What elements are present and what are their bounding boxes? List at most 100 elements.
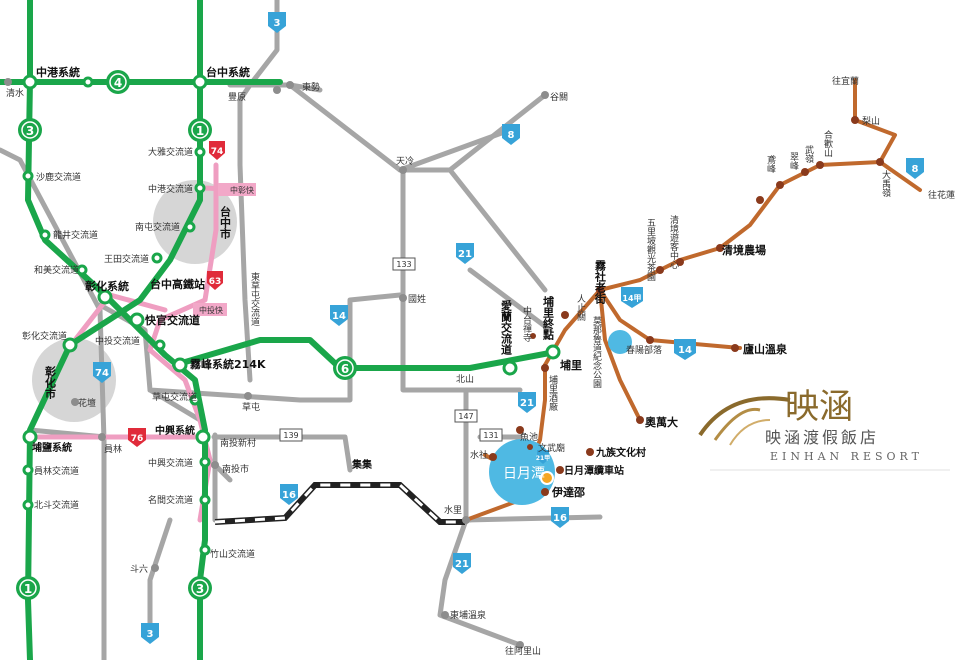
express-shields <box>128 141 225 447</box>
taichung-city-label: 台中市 <box>219 205 232 240</box>
exp-63-shield: 63 <box>209 277 222 287</box>
prov-16-shield-west: 16 <box>282 490 296 501</box>
exp-74-shield: 74 <box>211 147 224 157</box>
nantou-new-label: 南投新村 <box>220 437 256 449</box>
wuling-label: 武嶺 <box>803 144 814 164</box>
aowanda-label: 奧萬大 <box>645 415 678 429</box>
wenwu-label: 文武廟 <box>538 442 565 454</box>
fengyuan-label: 豐原 <box>228 92 246 103</box>
pink-tags <box>193 183 256 316</box>
county-139-label: 139 <box>283 431 298 440</box>
qingshui-label: 清水 <box>6 87 24 99</box>
freeway-6-shield: 6 <box>341 362 349 376</box>
qingjing-farm-label: 清境農場 <box>722 243 766 257</box>
lishan-label: 梨山 <box>862 115 880 127</box>
shuishe-label: 水社 <box>470 449 488 461</box>
caotun-ic-label: 草屯交流道 <box>152 391 197 403</box>
prov-8-shield-east: 8 <box>912 164 919 175</box>
county-road-boxes <box>279 257 503 442</box>
county-133-label: 133 <box>396 260 411 269</box>
tianleng-label: 天冷 <box>396 155 414 167</box>
east-grass-label: 東草屯交流道 <box>249 271 260 327</box>
prov-14a-shield: 14甲 <box>622 294 641 303</box>
yuanfeng-label: 翠峰 <box>788 152 799 170</box>
qingjing-center-label: 清境遊客中心 <box>668 214 679 269</box>
brand-name-en: EINHAN RESORT <box>770 450 923 463</box>
dayuling-label: 大禹嶺 <box>880 169 891 198</box>
chunyang-label: 春陽部落 <box>626 344 662 356</box>
to-yilan-label: 往宜蘭 <box>832 75 859 87</box>
zhonggang-ic-label: 中港交流道 <box>148 183 193 195</box>
mona-label: 莫那魯道紀念公園 <box>591 315 602 389</box>
lushan-label: 廬山溫泉 <box>743 342 788 356</box>
puli-winery-label: 埔里酒廠 <box>547 374 558 412</box>
freeway-4-shield: 4 <box>114 76 122 90</box>
wangtian-ic-label: 王田交流道 <box>104 253 149 265</box>
prov-3-shield-south: 3 <box>147 629 154 640</box>
puli-label: 埔里 <box>560 358 582 372</box>
prov-21a-shield: 21甲 <box>536 454 550 462</box>
puli-end-label: 埔里終點 <box>542 295 556 341</box>
ailan-ic-label: 愛蘭交流道 <box>500 299 513 356</box>
changhua-ic-label: 彰化交流道 <box>22 330 67 342</box>
small-lake <box>608 330 632 354</box>
zhongxing-ic-label: 中興交流道 <box>148 457 193 469</box>
hemei-ic-label: 和美交流道 <box>34 264 79 276</box>
vertical-small-labels: 五里坡觀光茶園 清境遊客中心 莫那魯道紀念公園 人止關 東草屯交流道 中台禪寺 … <box>249 129 891 412</box>
wulin-tourism-label: 五里坡觀光茶園 <box>645 218 656 282</box>
douliu-label: 斗六 <box>130 563 148 575</box>
caotun-label: 草屯 <box>242 401 260 413</box>
zhongtou-fast-label: 中投快 <box>199 305 223 315</box>
brand-name-cn: 映涵渡假飯店 <box>765 428 879 447</box>
kunyang-label: 鳶峰 <box>765 154 776 173</box>
guguan-label: 谷關 <box>550 92 568 103</box>
sunmoon-label: 日月潭 <box>503 465 545 482</box>
prov-21-shield-south: 21 <box>455 559 469 570</box>
to-hualien-label: 往花蓮 <box>928 189 955 201</box>
kuaiguan-ic-label: 快官交流道 <box>144 313 200 327</box>
hsr-station-label: 台中高鐵站 <box>150 277 205 291</box>
prov-21a-shield-shape <box>537 450 549 464</box>
brand-logo-text: 映涵 <box>785 387 853 427</box>
changhua-city-label: 彰化市 <box>44 365 57 400</box>
brand-logo-mark <box>698 396 950 471</box>
prov-74-shield: 74 <box>95 368 109 379</box>
cable-station-label: 日月潭纜車站 <box>564 464 624 477</box>
changhua-city-area <box>32 338 116 422</box>
prov-8-shield-west: 8 <box>508 130 515 141</box>
dadu-ic-label: 大雅交流道 <box>148 146 193 158</box>
yuanlin-ic-label: 員林交流道 <box>34 465 79 477</box>
jiji-rail <box>214 482 465 525</box>
shuili-label: 水里 <box>444 504 462 516</box>
yuchi-label: 魚池 <box>520 431 538 443</box>
wushe-label: 霧社老街 <box>594 260 608 305</box>
yuanlin-label: 員林 <box>104 443 122 455</box>
wufeng-jct-label: 霧峰系統214K <box>190 357 266 371</box>
longjing-ic-label: 龍井交流道 <box>53 229 98 241</box>
to-alishan-label: 往阿里山 <box>505 645 541 657</box>
mingjian-ic-label: 名間交流道 <box>148 494 193 506</box>
beishan-label: 北山 <box>456 374 474 385</box>
county-147-label: 147 <box>458 412 473 421</box>
freeway-1-shield: 1 <box>196 124 204 138</box>
nine-tribe-label: 九族文化村 <box>595 446 646 459</box>
prov-21-shield-north: 21 <box>458 249 472 260</box>
zhonggang-jct-label: 中港系統 <box>36 65 80 79</box>
vertical-labels: 霧社老街 埔里終點 愛蘭交流道 台中市 彰化市 <box>44 205 608 400</box>
freeway-1-shield-south: 1 <box>24 582 32 596</box>
prov-14-shield-east: 14 <box>678 345 692 356</box>
ita-thao-marker <box>540 471 554 485</box>
zhushan-ic-label: 竹山交流道 <box>210 548 255 560</box>
huatan-label: 花壇 <box>78 397 96 409</box>
zhongxing-jct-label: 中興系統 <box>155 424 195 437</box>
taichung-jct-label: 台中系統 <box>206 65 250 79</box>
exp-76-shield: 76 <box>131 434 144 444</box>
prov-16-shield-east: 16 <box>553 513 567 524</box>
changhua-jct-label: 彰化系統 <box>85 279 129 293</box>
ita-thao-label: 伊達邵 <box>551 485 585 499</box>
beidou-ic-label: 北斗交流道 <box>34 499 79 511</box>
zhongtou-ic-label: 中投交流道 <box>95 335 140 347</box>
prov-14-shield: 14 <box>332 311 346 322</box>
hehuanshan-label: 合歡山 <box>822 129 833 157</box>
nantun-ic-label: 南屯交流道 <box>135 221 180 233</box>
